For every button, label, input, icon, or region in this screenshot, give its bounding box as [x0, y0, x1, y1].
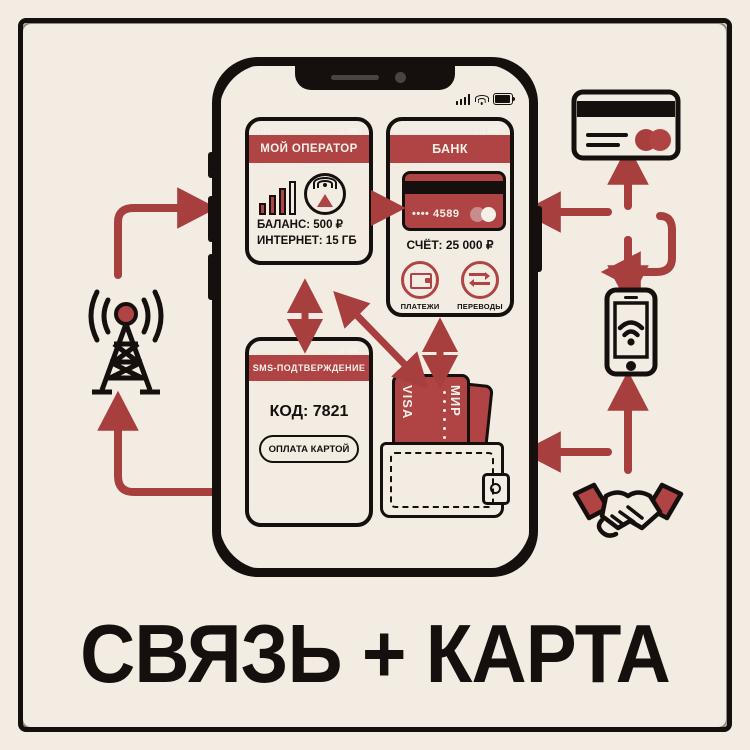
transfer-arrows-icon [461, 261, 499, 299]
bank-credit-card: •••• 4589 [402, 171, 506, 231]
bank-operations: ПЛАТЕЖИ ПЕРЕВОДЫ [390, 261, 510, 311]
operator-balance-line: БАЛАНС: 500 ₽ [257, 219, 343, 231]
poster-title: СВЯЗЬ + КАРТА [80, 607, 671, 700]
cell-tower-icon [78, 282, 174, 400]
bank-card-header: БАНК [390, 135, 510, 163]
bank-account-balance: СЧЁТ: 25 000 ₽ [406, 238, 494, 252]
credit-card-icon [570, 88, 682, 162]
wallet-with-cards: VISA МИР [372, 370, 512, 525]
payments-label: ПЛАТЕЖИ [400, 302, 440, 311]
phone-status-bar [455, 93, 516, 105]
broadcast-tower-icon [304, 173, 346, 215]
signal-bars-icon [455, 94, 470, 105]
magnetic-stripe [405, 181, 503, 194]
transfers-button[interactable]: ПЕРЕВОДЫ [453, 261, 507, 311]
transfers-label: ПЕРЕВОДЫ [457, 302, 503, 311]
payments-button[interactable]: ПЛАТЕЖИ [393, 261, 447, 311]
wifi-icon [474, 95, 489, 105]
sms-status-icons [335, 344, 361, 355]
silent-switch[interactable] [208, 152, 213, 178]
operator-battery-status [335, 124, 361, 135]
operator-app-card[interactable]: МОЙ ОПЕРАТОР БАЛАНС: 500 ₽ ИНТЕРНЕТ: 15 … [245, 117, 373, 265]
signal-strength-icon [259, 181, 296, 215]
pay-by-card-button[interactable]: ОПЛАТА КАРТОЙ [259, 435, 359, 463]
battery-icon [493, 93, 516, 105]
card-number: •••• 4589 [412, 208, 460, 220]
sms-confirmation-card[interactable]: SMS-ПОДТВЕРЖДЕНИЕ КОД: 7821 ОПЛАТА КАРТО… [245, 337, 373, 527]
operator-internet-line: ИНТЕРНЕТ: 15 ГБ [257, 235, 357, 248]
bank-status-icons [476, 124, 502, 135]
volume-down-button[interactable] [208, 254, 213, 300]
volume-up-button[interactable] [208, 196, 213, 242]
operator-signal-status [257, 124, 270, 135]
phone-notch [295, 64, 455, 90]
handshake-icon [572, 476, 684, 542]
visa-logo: VISA [400, 385, 415, 420]
sms-code-text: КОД: 7821 [269, 403, 349, 420]
payment-network-logo [470, 207, 496, 222]
smartphone-wifi-icon [604, 287, 658, 377]
bank-app-card[interactable]: БАНК •••• 4589 СЧЁТ: 25 000 ₽ ПЛАТЕЖИ ПЕ… [386, 117, 514, 317]
earpiece-speaker [331, 75, 379, 80]
power-button[interactable] [537, 206, 542, 272]
wallet-clasp [482, 473, 510, 505]
wallet-icon [401, 261, 439, 299]
operator-card-header: МОЙ ОПЕРАТОР [249, 135, 369, 163]
front-camera [395, 72, 406, 83]
mir-logo: МИР [448, 385, 463, 417]
operator-icons [259, 173, 346, 215]
operator-balance-lines: БАЛАНС: 500 ₽ ИНТЕРНЕТ: 15 ГБ [257, 217, 363, 250]
sms-card-header: SMS-ПОДТВЕРЖДЕНИЕ [249, 355, 369, 381]
wallet-body [380, 442, 510, 518]
